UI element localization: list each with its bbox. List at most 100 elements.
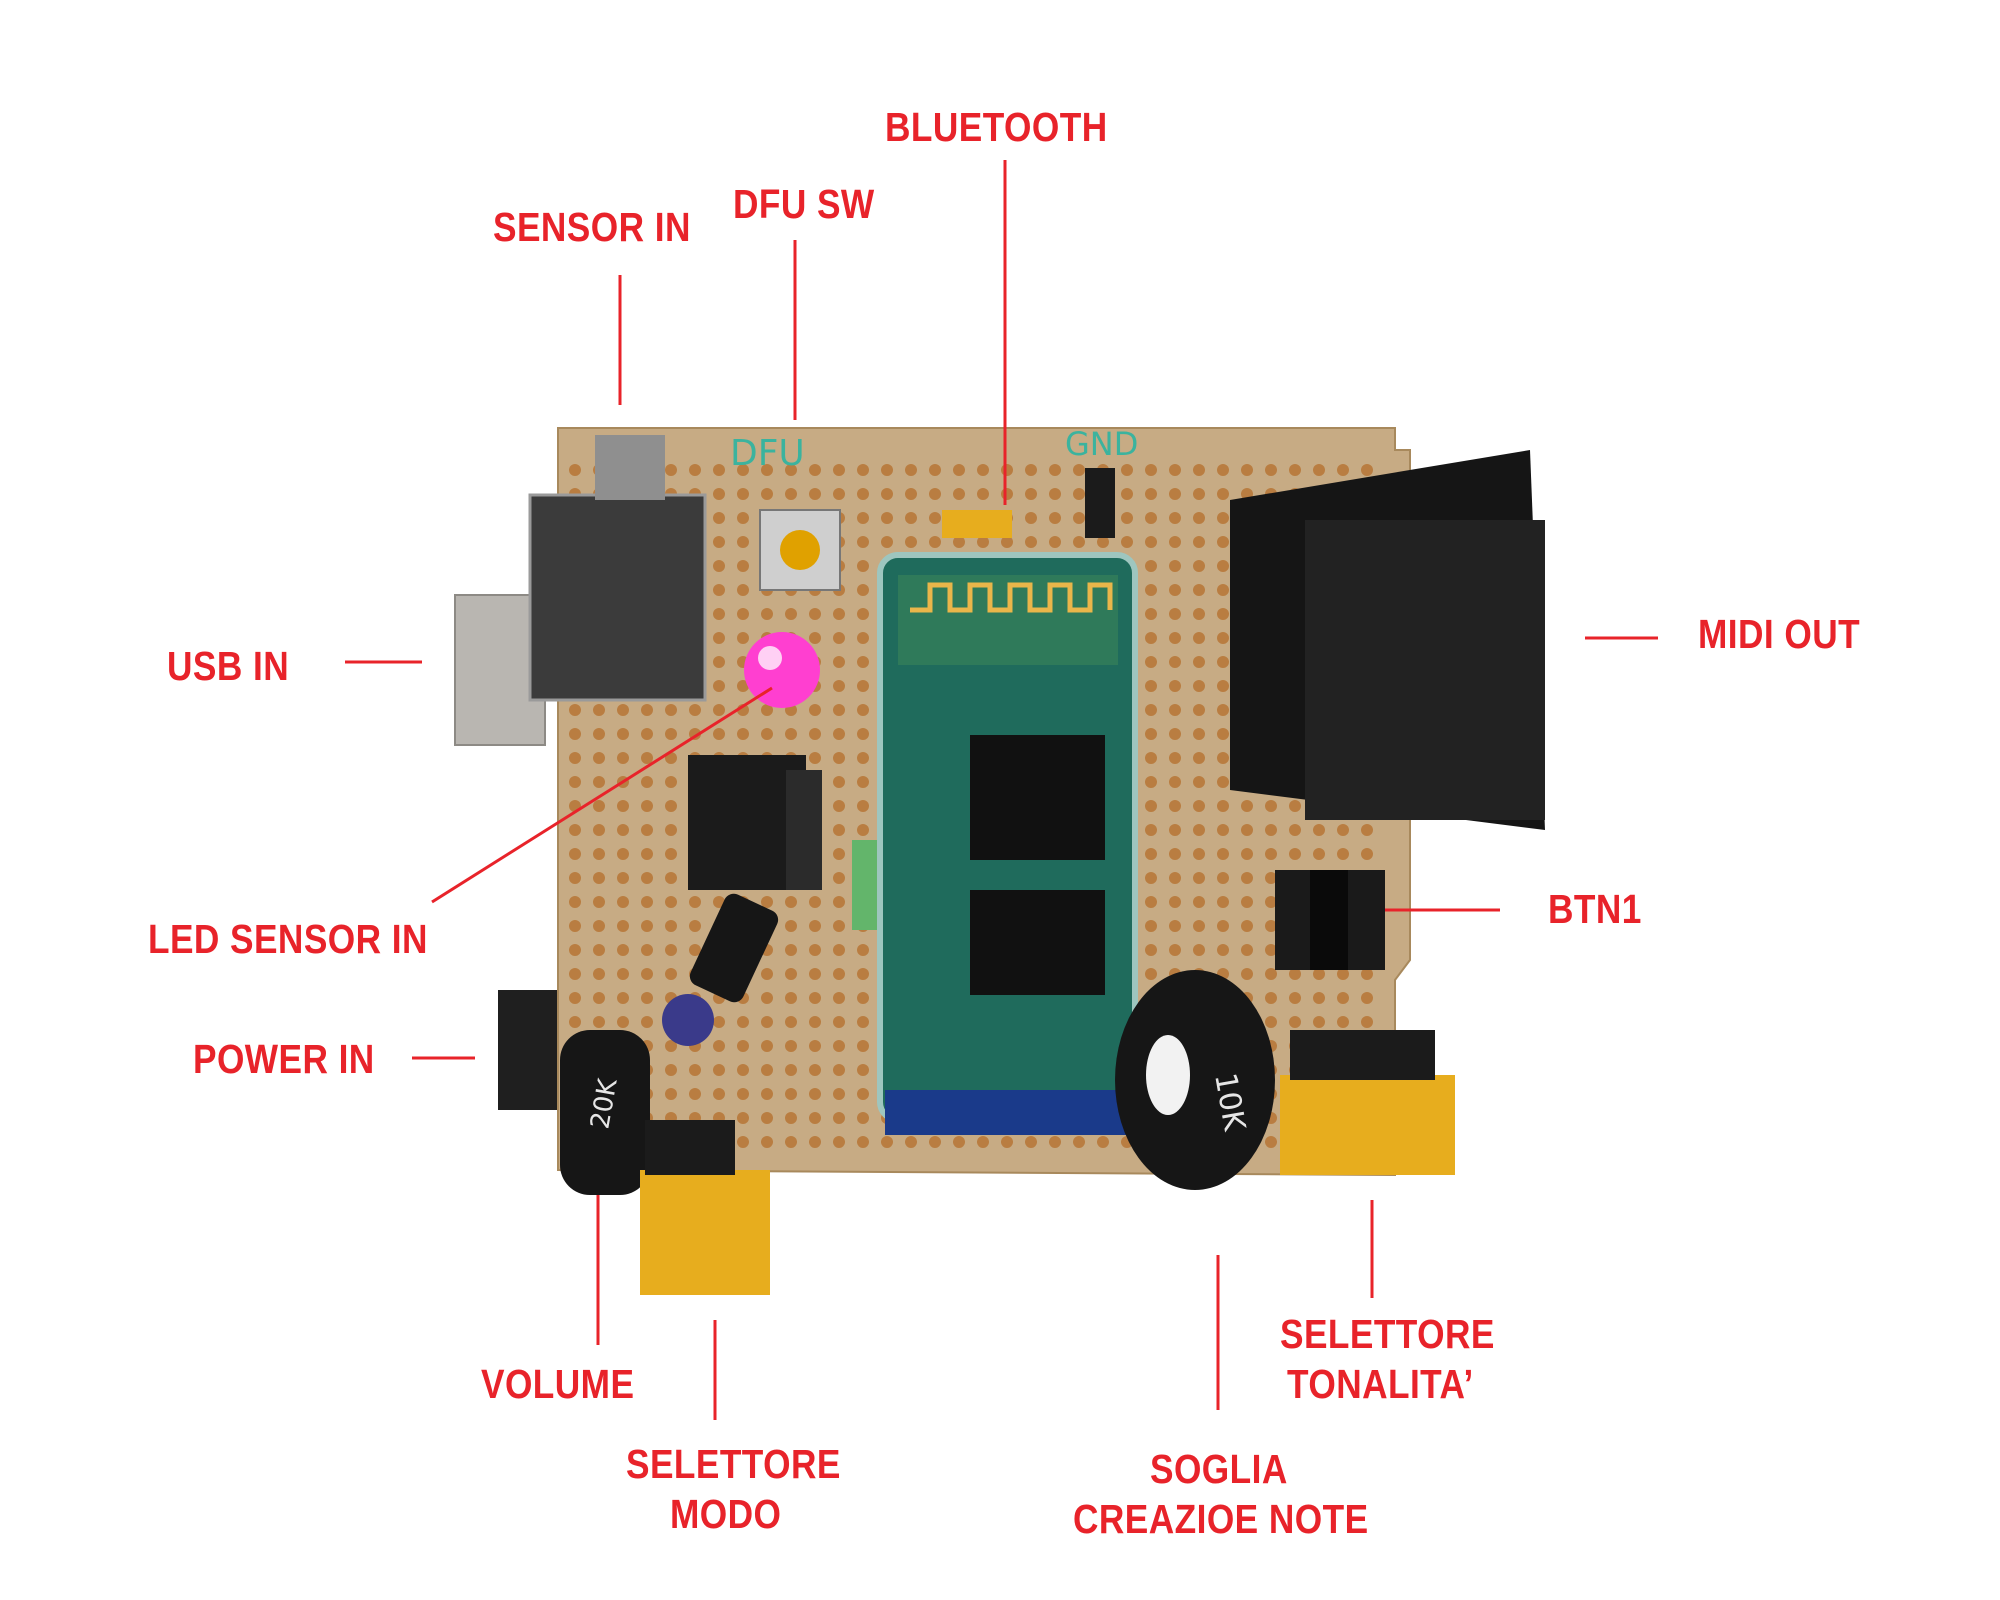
copper-pad: [713, 1040, 725, 1052]
copper-pad: [1169, 608, 1181, 620]
copper-pad: [809, 728, 821, 740]
copper-pad: [1049, 464, 1061, 476]
copper-pad: [809, 944, 821, 956]
copper-pad: [665, 872, 677, 884]
copper-pad: [1193, 608, 1205, 620]
copper-pad: [665, 728, 677, 740]
copper-pad: [1289, 992, 1301, 1004]
copper-pad: [737, 488, 749, 500]
copper-pad: [761, 488, 773, 500]
pcb-board: 20K 10K DFU GND: [454, 425, 1545, 1295]
copper-pad: [1145, 560, 1157, 572]
copper-pad: [1193, 752, 1205, 764]
copper-pad: [617, 920, 629, 932]
copper-pad: [665, 944, 677, 956]
copper-pad: [713, 656, 725, 668]
copper-pad: [1145, 968, 1157, 980]
copper-pad: [833, 1088, 845, 1100]
pot-right: 10K: [1115, 970, 1275, 1190]
copper-pad: [617, 968, 629, 980]
copper-pad: [905, 488, 917, 500]
copper-pad: [1169, 656, 1181, 668]
copper-pad: [1265, 1136, 1277, 1148]
copper-pad: [1145, 584, 1157, 596]
copper-pad: [857, 800, 869, 812]
copper-pad: [1025, 536, 1037, 548]
copper-pad: [857, 1040, 869, 1052]
copper-pad: [761, 464, 773, 476]
copper-pad: [617, 800, 629, 812]
copper-pad: [1289, 824, 1301, 836]
copper-pad: [929, 464, 941, 476]
copper-pad: [713, 488, 725, 500]
copper-pad: [1169, 944, 1181, 956]
copper-pad: [593, 944, 605, 956]
copper-pad: [569, 944, 581, 956]
copper-pad: [1337, 824, 1349, 836]
copper-pad: [1193, 872, 1205, 884]
copper-pad: [809, 704, 821, 716]
copper-pad: [785, 944, 797, 956]
copper-pad: [737, 608, 749, 620]
copper-pad: [1001, 464, 1013, 476]
copper-pad: [833, 704, 845, 716]
copper-pad: [1241, 896, 1253, 908]
copper-pad: [1217, 704, 1229, 716]
copper-pad: [809, 464, 821, 476]
copper-pad: [881, 464, 893, 476]
copper-pad: [833, 1112, 845, 1124]
copper-pad: [833, 848, 845, 860]
copper-pad: [593, 968, 605, 980]
selettore-modo-pins: [645, 1120, 735, 1175]
copper-pad: [881, 488, 893, 500]
copper-pad: [1217, 920, 1229, 932]
copper-pad: [737, 1064, 749, 1076]
copper-pad: [713, 680, 725, 692]
copper-pad: [1289, 848, 1301, 860]
copper-pad: [1361, 992, 1373, 1004]
copper-pad: [1169, 704, 1181, 716]
copper-pad: [665, 800, 677, 812]
copper-pad: [641, 992, 653, 1004]
callout-lines: [345, 160, 1658, 1420]
copper-pad: [1121, 536, 1133, 548]
copper-pad: [1097, 1136, 1109, 1148]
copper-pad: [1217, 608, 1229, 620]
label-selettore-modo-1: SELETTORE: [626, 1441, 841, 1487]
selettore-tonalita-pins: [1290, 1030, 1435, 1080]
copper-pad: [713, 632, 725, 644]
copper-pad: [737, 1016, 749, 1028]
copper-pad: [905, 464, 917, 476]
copper-pad: [1193, 464, 1205, 476]
copper-pad: [953, 464, 965, 476]
copper-pad: [665, 824, 677, 836]
copper-pad: [1169, 920, 1181, 932]
copper-pad: [857, 488, 869, 500]
copper-pad: [713, 560, 725, 572]
copper-pad: [785, 992, 797, 1004]
copper-pad: [1169, 560, 1181, 572]
copper-pad: [1145, 680, 1157, 692]
copper-pad: [857, 656, 869, 668]
copper-pad: [593, 728, 605, 740]
copper-pad: [1169, 512, 1181, 524]
bt-header-pins: [885, 1090, 1130, 1135]
copper-pad: [617, 752, 629, 764]
copper-pad: [1241, 800, 1253, 812]
copper-pad: [593, 848, 605, 860]
copper-pad: [1217, 680, 1229, 692]
copper-pad: [737, 512, 749, 524]
copper-pad: [1193, 920, 1205, 932]
copper-pad: [785, 1016, 797, 1028]
copper-pad: [761, 896, 773, 908]
copper-pad: [785, 920, 797, 932]
copper-pad: [1241, 968, 1253, 980]
copper-pad: [641, 728, 653, 740]
copper-pad: [1193, 656, 1205, 668]
copper-pad: [809, 992, 821, 1004]
copper-pad: [833, 872, 845, 884]
copper-pad: [1217, 584, 1229, 596]
copper-pad: [737, 1040, 749, 1052]
copper-pad: [857, 584, 869, 596]
copper-pad: [593, 872, 605, 884]
